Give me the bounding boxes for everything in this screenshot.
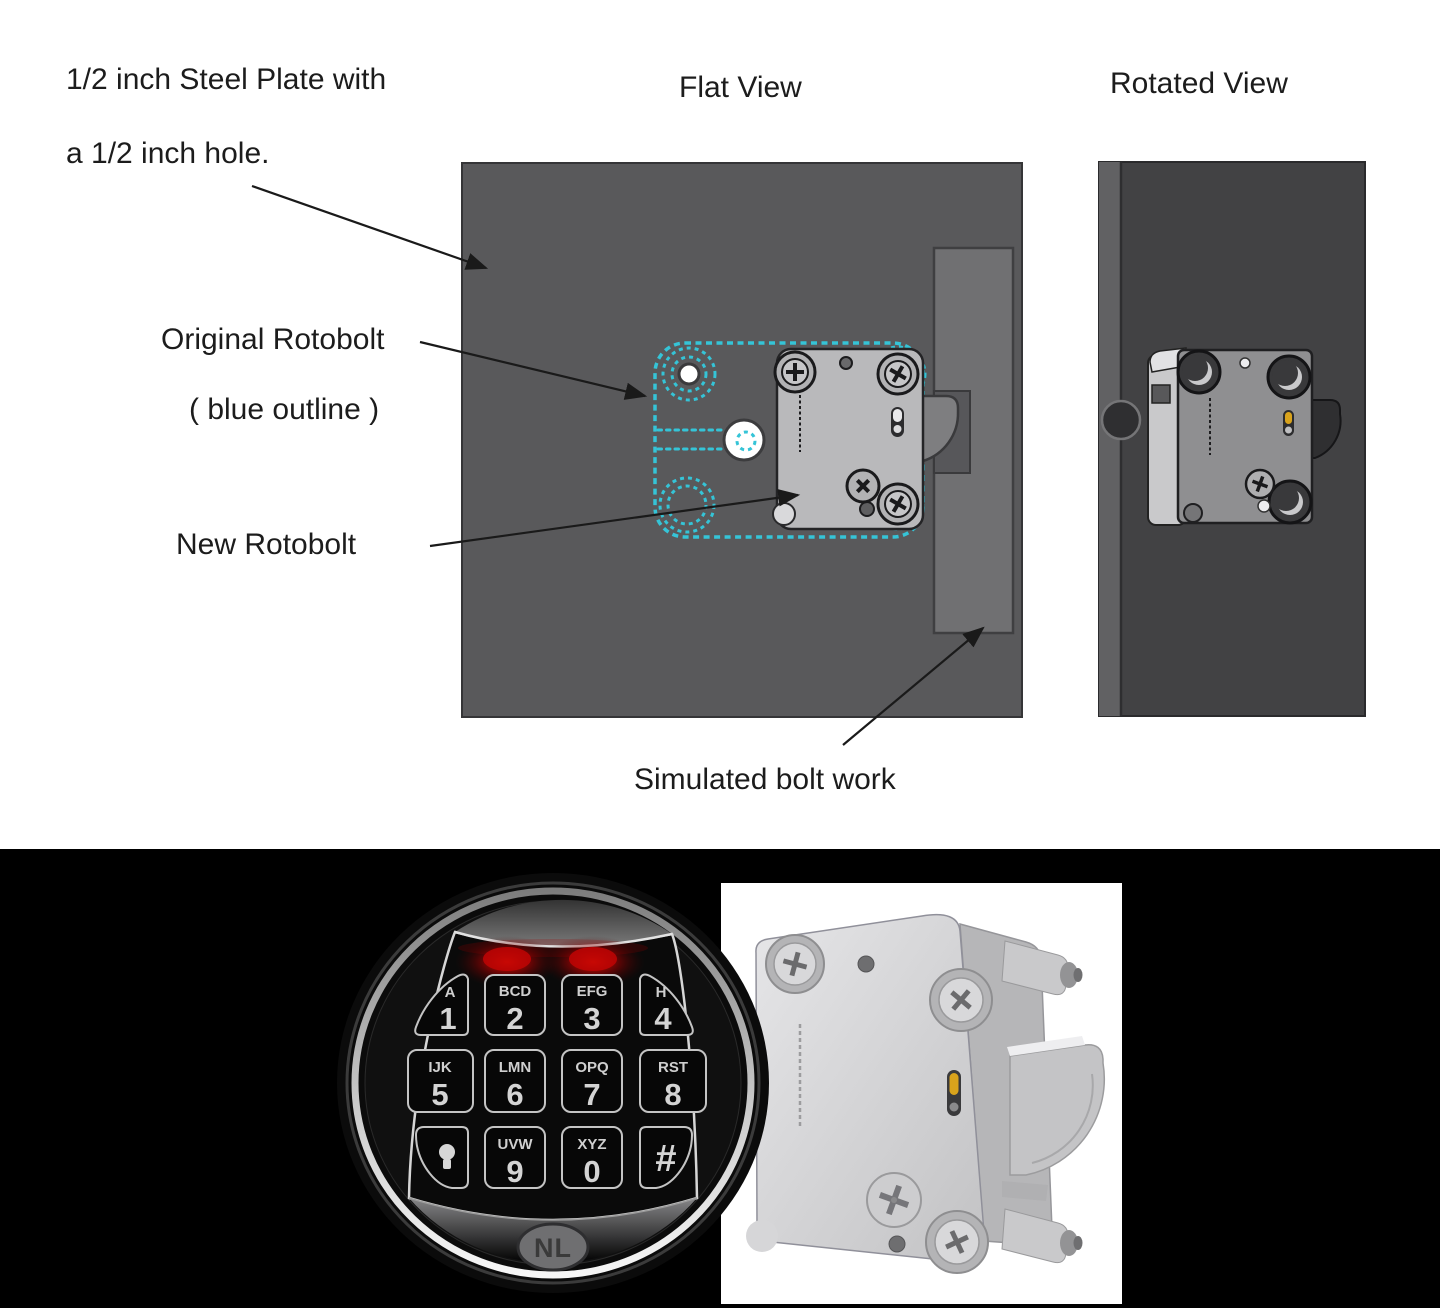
button-0-digit: 0 bbox=[583, 1154, 600, 1189]
product-photos: A 1 BCD 2 EFG 3 H 4 IJK 5 LMN 6 OPQ 7 RS… bbox=[337, 873, 1122, 1304]
arrow-original-rotobolt bbox=[419, 340, 648, 400]
button-2-letters: BCD bbox=[499, 983, 532, 1000]
button-7 bbox=[561, 1049, 623, 1113]
screw bbox=[773, 350, 817, 394]
arrow-steel-plate bbox=[251, 184, 489, 270]
new-rotobolt-bolt bbox=[920, 394, 960, 463]
button-2-digit: 2 bbox=[506, 1001, 523, 1036]
keypad-hood bbox=[455, 899, 672, 947]
button-4-digit: 4 bbox=[654, 1001, 672, 1036]
product-screw bbox=[929, 968, 993, 1032]
button-5 bbox=[407, 1049, 474, 1113]
annotation-arrows bbox=[251, 184, 985, 746]
button-3-digit: 3 bbox=[583, 1001, 600, 1036]
rotobolt-product-photo bbox=[746, 913, 1106, 1274]
button-9-letters: UVW bbox=[498, 1136, 534, 1153]
button-8 bbox=[639, 1049, 707, 1113]
button-6-letters: LMN bbox=[499, 1059, 532, 1076]
mounting-hole bbox=[677, 362, 701, 386]
diagram-section: 1/2 inch Steel Plate with a 1/2 inch hol… bbox=[66, 63, 1366, 796]
button-3 bbox=[561, 974, 623, 1036]
label-simulated-bolt-work: Simulated bolt work bbox=[634, 763, 896, 796]
button-4 bbox=[639, 973, 694, 1036]
arrow-simulated-bolt-work bbox=[842, 626, 985, 746]
label-blue-outline: ( blue outline ) bbox=[189, 393, 380, 426]
label-new-rotobolt: New Rotobolt bbox=[176, 528, 357, 561]
new-rotobolt-body bbox=[772, 347, 925, 531]
label-steel-plate-line1: 1/2 inch Steel Plate with bbox=[66, 63, 387, 96]
button-9 bbox=[484, 1126, 546, 1189]
label-steel-plate-line2: a 1/2 inch hole. bbox=[66, 137, 270, 170]
button-1-letters: A bbox=[445, 984, 456, 1001]
product-screw bbox=[765, 934, 825, 994]
button-9-digit: 9 bbox=[506, 1154, 523, 1189]
half-inch-hole bbox=[722, 418, 766, 462]
label-original-rotobolt: Original Rotobolt bbox=[161, 323, 385, 356]
chrome-ring bbox=[351, 887, 755, 1279]
hash-icon: # bbox=[655, 1138, 676, 1180]
half-inch-hole-rotated bbox=[1100, 399, 1142, 441]
light-key-icon bbox=[439, 1144, 455, 1169]
button-hash bbox=[639, 1126, 693, 1189]
screw bbox=[876, 482, 920, 526]
screw bbox=[876, 352, 920, 396]
screw bbox=[845, 468, 881, 504]
rotobolt-diagram-graphic bbox=[251, 161, 1366, 746]
product-screw bbox=[925, 1210, 989, 1274]
brand-logo-oval bbox=[516, 1222, 590, 1272]
label-flat-view: Flat View bbox=[679, 71, 802, 104]
photo-section: A 1 BCD 2 EFG 3 H 4 IJK 5 LMN 6 OPQ 7 RS… bbox=[0, 849, 1440, 1308]
button-8-letters: RST bbox=[658, 1059, 688, 1076]
button-0-letters: XYZ bbox=[577, 1136, 606, 1153]
button-0 bbox=[561, 1126, 623, 1189]
button-6-digit: 6 bbox=[506, 1077, 523, 1112]
button-7-digit: 7 bbox=[583, 1077, 600, 1112]
product-bolt bbox=[1009, 1044, 1106, 1176]
keypad-buttons bbox=[407, 973, 707, 1189]
button-6 bbox=[484, 1049, 546, 1113]
button-4-letters: H bbox=[656, 984, 667, 1001]
rotated-rotobolt bbox=[1147, 347, 1342, 526]
button-1 bbox=[414, 973, 469, 1036]
button-7-letters: OPQ bbox=[575, 1059, 609, 1076]
button-2 bbox=[484, 974, 546, 1036]
keypad-photo: A 1 BCD 2 EFG 3 H 4 IJK 5 LMN 6 OPQ 7 RS… bbox=[337, 873, 769, 1293]
arrow-new-rotobolt bbox=[429, 489, 801, 548]
product-center-screw bbox=[866, 1172, 922, 1228]
brand-logo-text: NL bbox=[534, 1233, 572, 1263]
button-3-letters: EFG bbox=[577, 983, 608, 1000]
label-rotated-view: Rotated View bbox=[1110, 67, 1288, 100]
button-8-digit: 8 bbox=[664, 1077, 681, 1112]
button-5-digit: 5 bbox=[431, 1077, 448, 1112]
button-5-letters: IJK bbox=[428, 1059, 452, 1076]
button-1-digit: 1 bbox=[439, 1001, 456, 1036]
